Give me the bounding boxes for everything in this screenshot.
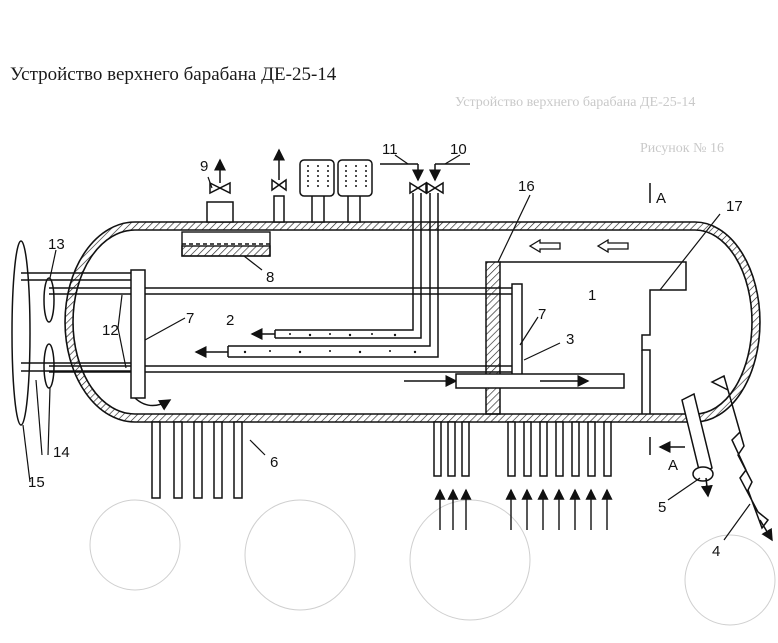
label-8: 8 (266, 269, 274, 286)
steam-flow-arrows (528, 238, 629, 254)
perforation-dots (243, 333, 417, 354)
diagram-title: Устройство верхнего барабана ДЕ-25-14 (10, 64, 337, 85)
label-11: 11 (382, 141, 398, 158)
pipe-3 (455, 373, 625, 389)
label-3: 3 (566, 331, 574, 348)
label-16: 16 (518, 178, 535, 195)
label-12: 12 (102, 322, 119, 339)
label-15: 15 (28, 474, 45, 491)
svg-text:Рисунок № 16: Рисунок № 16 (640, 141, 724, 156)
label-2: 2 (226, 312, 234, 329)
clean-compartment (500, 261, 687, 414)
background-ghost-marks: Устройство верхнего барабана ДЕ-25-14 Ри… (89, 95, 776, 626)
section-label-a-bottom: A (668, 457, 678, 474)
label-4: 4 (712, 543, 720, 560)
partition-wall (485, 261, 501, 415)
top-nozzles (206, 148, 373, 223)
label-1: 1 (588, 287, 596, 304)
label-14: 14 (53, 444, 70, 461)
svg-text:Устройство верхнего барабана Д: Устройство верхнего барабана ДЕ-25-14 (455, 95, 695, 110)
label-7-left: 7 (186, 310, 194, 327)
leader-lines (22, 154, 751, 541)
downcomer-tubes (151, 421, 243, 499)
label-7-right: 7 (538, 306, 546, 323)
label-10: 10 (450, 141, 467, 158)
label-17: 17 (726, 198, 743, 215)
label-5: 5 (658, 499, 666, 516)
label-6: 6 (270, 454, 278, 471)
return-flow-arrow (134, 397, 172, 411)
inflow-arrows (434, 488, 613, 530)
number-labels: 1 2 3 4 5 6 7 7 8 9 10 11 12 13 14 15 16… (28, 141, 743, 560)
steam-collector (181, 231, 271, 257)
riser-tubes (433, 421, 612, 477)
label-9: 9 (200, 158, 208, 175)
feed-pipes (227, 163, 470, 358)
label-13: 13 (48, 236, 65, 253)
internal-flow-arrows (194, 328, 458, 387)
section-marks (649, 183, 685, 455)
section-label-a-top: A (656, 190, 666, 207)
left-collector-tubes (11, 240, 520, 426)
outlet-pipes (681, 374, 773, 542)
